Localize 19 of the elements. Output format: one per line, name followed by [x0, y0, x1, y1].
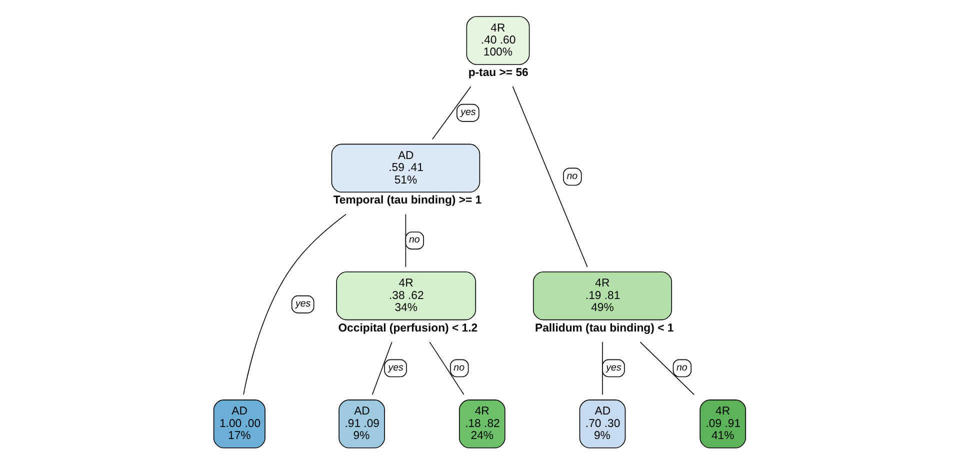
edge-label: no [408, 234, 420, 246]
edge-label: yes [460, 106, 476, 118]
edge-label: yes [295, 298, 310, 310]
connector [428, 342, 464, 395]
node-label: Temporal (tau binding) >= 1 [332, 194, 482, 207]
connector [371, 342, 392, 395]
edge-label: no [453, 362, 464, 374]
connector [404, 214, 406, 268]
node-label: Occipital (perfusion) < 1.2 [338, 322, 478, 334]
connector [512, 86, 588, 268]
connector [242, 214, 346, 396]
edge-label: yes [606, 362, 621, 374]
edge-label: yes [388, 362, 403, 374]
edge-label: no [566, 170, 578, 182]
edge-label: no [676, 362, 687, 374]
node-label: Pallidum (tau binding) < 1 [534, 322, 674, 334]
connector [432, 86, 471, 140]
connector [639, 342, 694, 395]
node-label: p-tau >= 56 [468, 67, 528, 80]
